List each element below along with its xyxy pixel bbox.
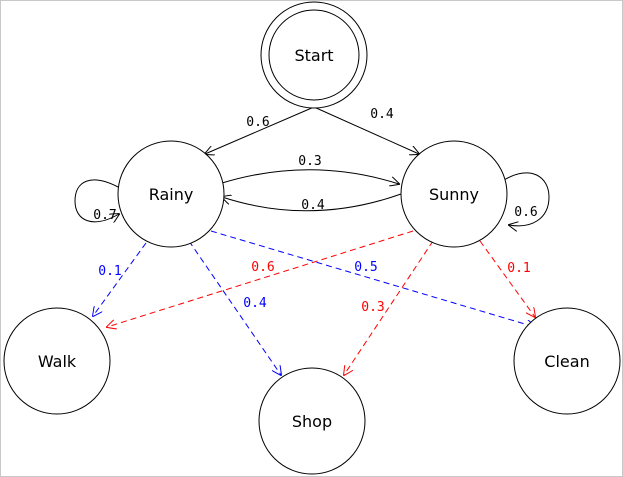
node-walk: Walk bbox=[3, 307, 111, 415]
edge-start-rainy bbox=[205, 106, 315, 154]
label-rainy-sunny: 0.3 bbox=[298, 154, 321, 169]
label-rainy-shop: 0.4 bbox=[243, 296, 267, 311]
node-clean-label: Clean bbox=[544, 352, 589, 371]
edge-start-sunny bbox=[313, 106, 419, 154]
label-sunny-walk: 0.6 bbox=[251, 260, 274, 275]
edge-sunny-rainy bbox=[222, 193, 402, 212]
label-start-rainy: 0.6 bbox=[246, 115, 269, 130]
node-walk-label: Walk bbox=[38, 352, 77, 371]
edge-sunny-walk bbox=[107, 230, 414, 327]
node-clean: Clean bbox=[513, 307, 621, 415]
label-sunny-rainy: 0.4 bbox=[301, 198, 325, 213]
edge-rainy-rainy bbox=[74, 179, 119, 222]
edge-sunny-sunny bbox=[503, 172, 550, 226]
node-rainy: Rainy bbox=[117, 140, 225, 248]
edge-sunny-clean bbox=[479, 240, 535, 317]
node-shop-label: Shop bbox=[292, 412, 332, 431]
edge-rainy-walk bbox=[93, 242, 147, 316]
node-start-label: Start bbox=[294, 46, 333, 65]
node-start: Start bbox=[260, 1, 368, 109]
label-rainy-rainy: 0.7 bbox=[93, 208, 116, 223]
edge-rainy-shop bbox=[188, 240, 281, 375]
label-rainy-clean: 0.5 bbox=[354, 260, 377, 275]
edge-rainy-clean bbox=[210, 230, 535, 327]
edge-rainy-sunny bbox=[221, 169, 399, 184]
label-sunny-sunny: 0.6 bbox=[514, 205, 537, 220]
edge-sunny-shop bbox=[344, 240, 434, 375]
node-rainy-label: Rainy bbox=[149, 185, 194, 204]
label-sunny-clean: 0.1 bbox=[507, 261, 530, 276]
node-sunny-label: Sunny bbox=[429, 185, 479, 204]
node-sunny: Sunny bbox=[400, 140, 508, 248]
label-rainy-walk: 0.1 bbox=[98, 264, 121, 279]
label-sunny-shop: 0.3 bbox=[361, 300, 384, 315]
label-start-sunny: 0.4 bbox=[370, 107, 394, 122]
node-shop: Shop bbox=[258, 367, 366, 475]
